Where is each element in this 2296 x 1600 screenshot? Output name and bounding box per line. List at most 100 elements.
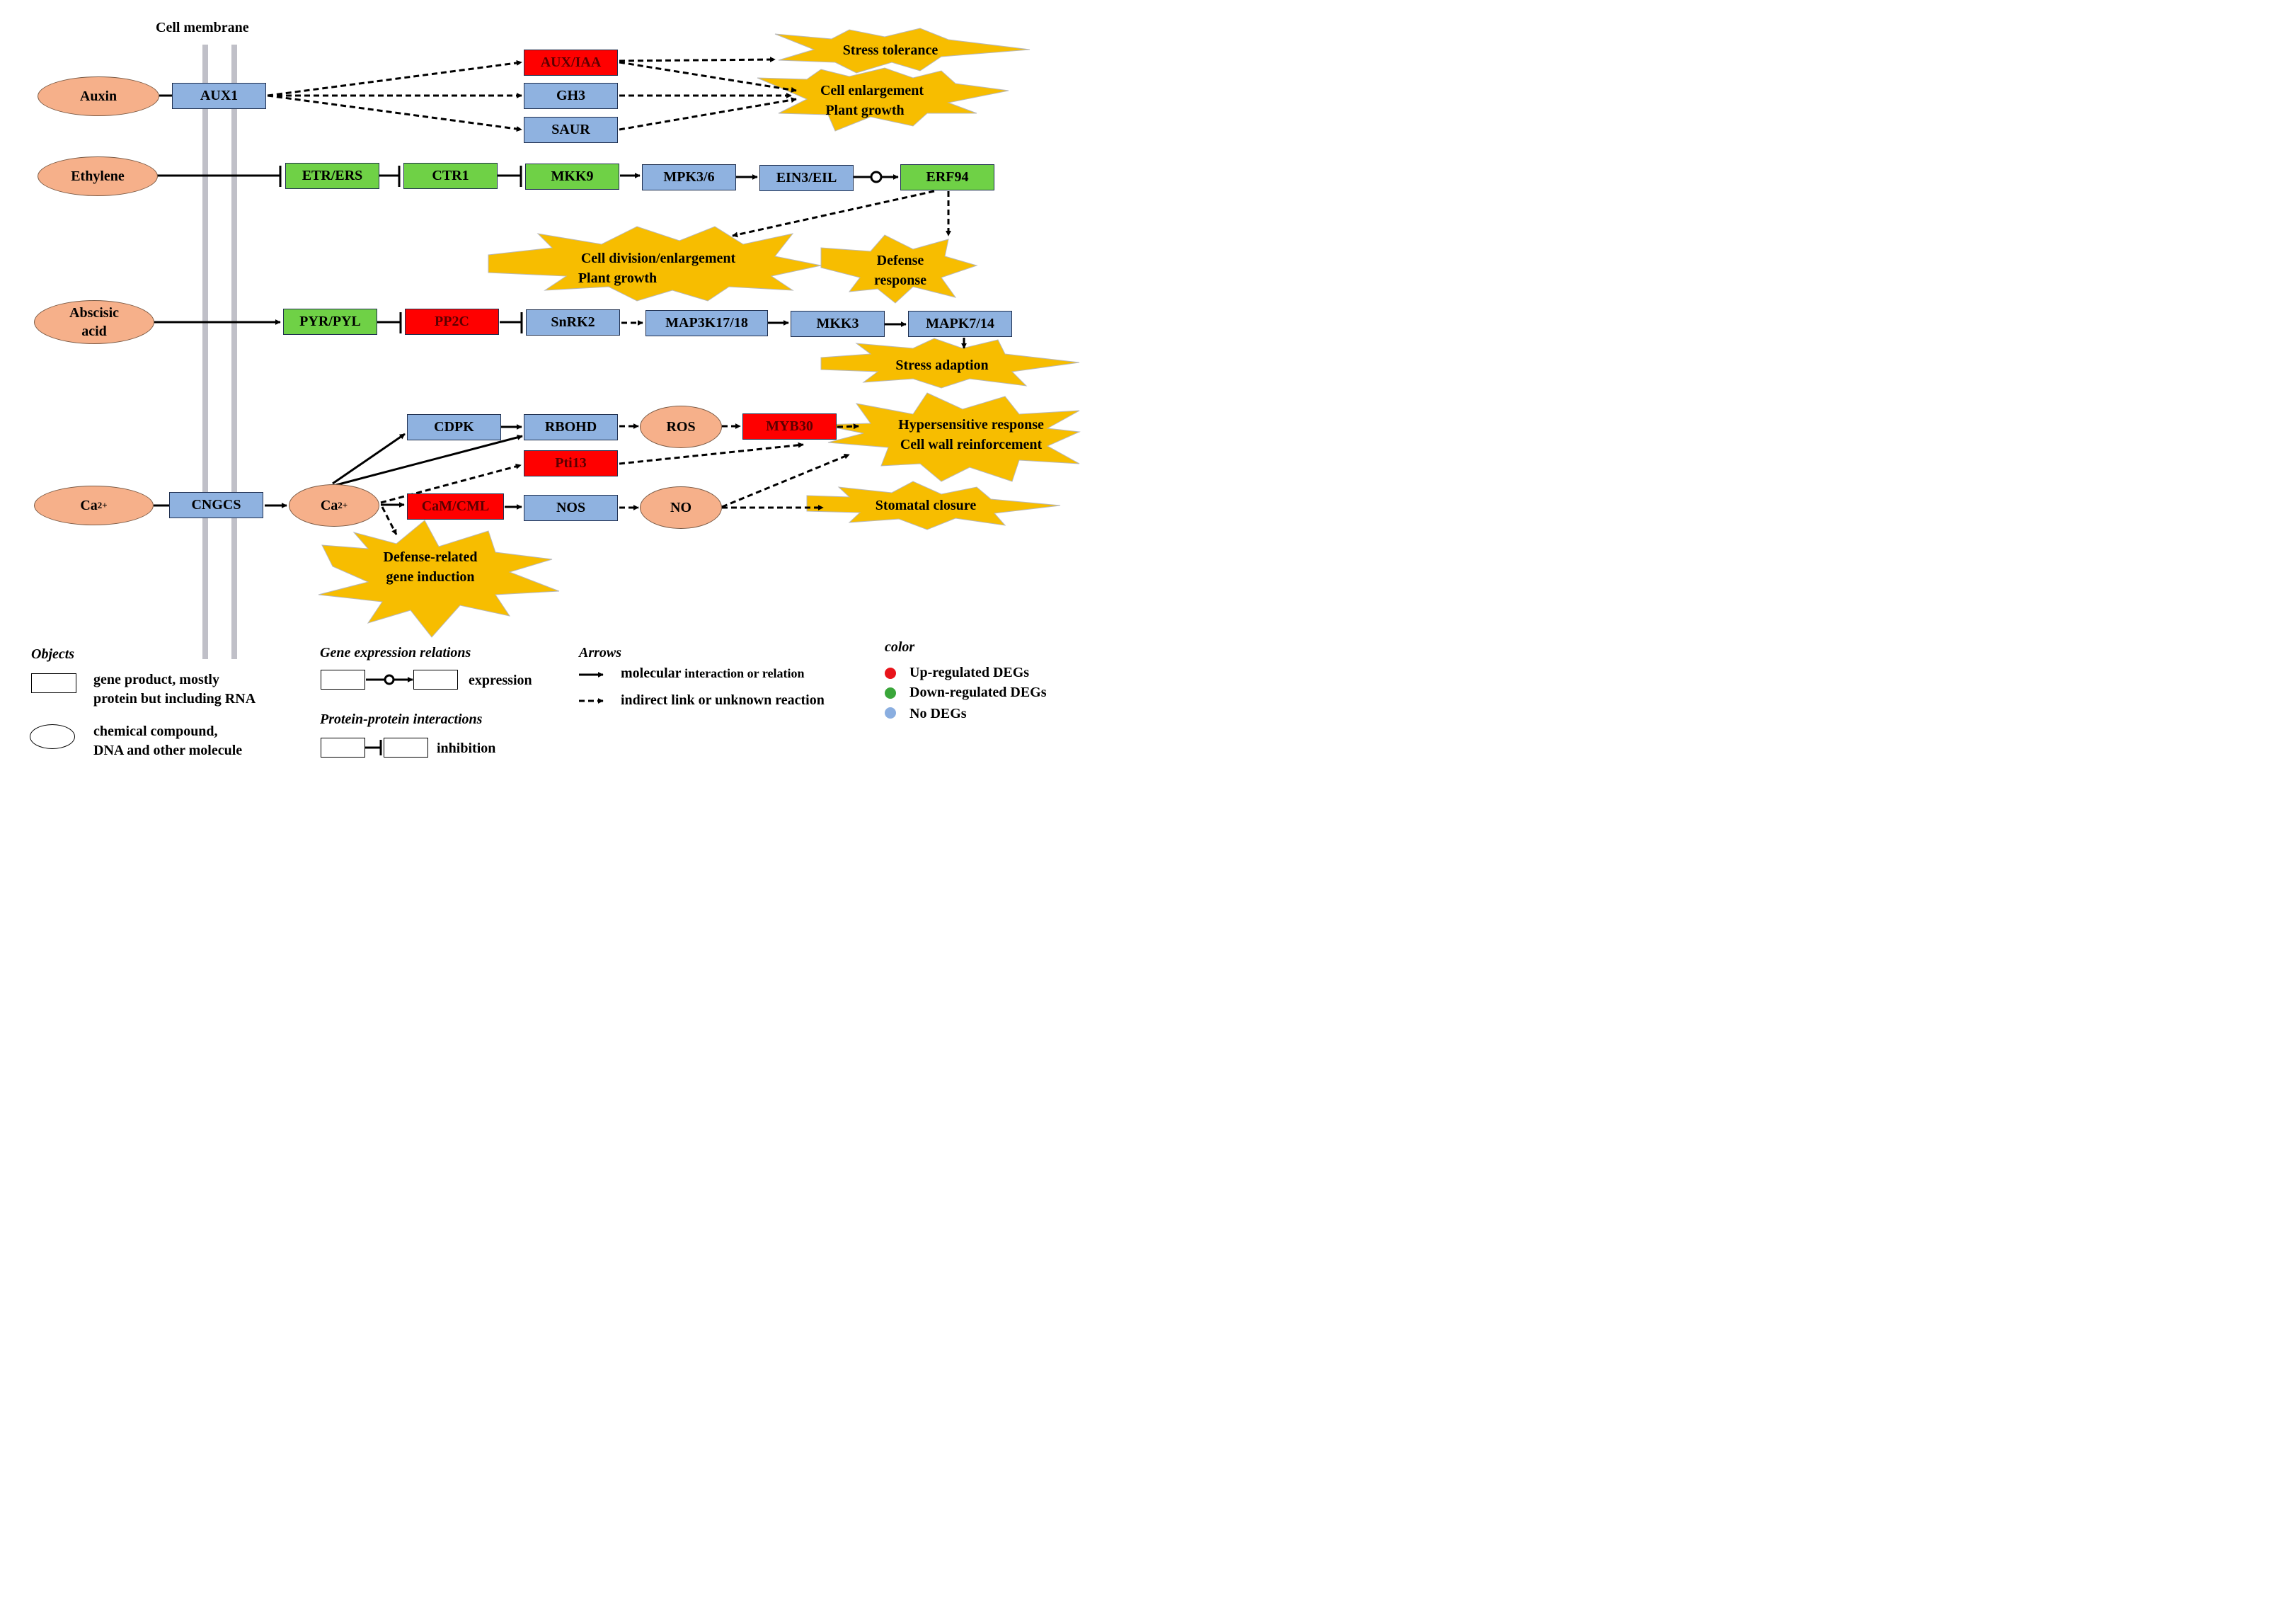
outcome-defense-line2: response	[873, 273, 927, 288]
node-aba-line2: acid	[81, 324, 107, 339]
node-myb30: MYB30	[742, 413, 837, 440]
outcome-cell-enlargement-line2: Plant growth	[825, 103, 905, 118]
legend-gene-product-line2: protein but including RNA	[93, 691, 256, 707]
legend-indirect-text: indirect link or unknown reaction	[621, 692, 825, 708]
legend-ppi-box-a	[321, 738, 365, 758]
burst-cell-enlargement	[757, 67, 1009, 132]
node-aux-iaa: AUX/IAA	[524, 50, 618, 76]
legend-gene-expr-title: Gene expression relations	[320, 645, 471, 661]
node-no-label: NO	[670, 499, 691, 515]
legend-compound-line2: DNA and other molecule	[93, 743, 243, 758]
aba-connectors	[154, 312, 967, 349]
burst-stomatal	[806, 481, 1061, 530]
node-myb30-label: MYB30	[766, 418, 813, 434]
node-ctr1-label: CTR1	[432, 168, 469, 183]
node-cdpk: CDPK	[407, 414, 501, 440]
legend-molecular-rest: interaction or relation	[684, 666, 805, 680]
legend-gene-product-line1: gene product, mostly	[93, 672, 219, 687]
legend-expr-box-a	[321, 670, 365, 690]
node-pti13: Pti13	[524, 450, 618, 476]
outcome-cell-division: Cell division/enlargement Plant growth	[567, 248, 735, 288]
node-ca-external-label: Ca	[80, 497, 98, 513]
ethylene-connectors	[157, 166, 951, 238]
legend-ppi-box-b	[384, 738, 428, 758]
outcome-defense-line1: Defense	[876, 253, 924, 268]
legend-up-dot	[885, 668, 896, 679]
node-rbohd-label: RBOHD	[544, 419, 597, 435]
calcium-connectors	[154, 423, 859, 535]
legend-color-title: color	[885, 639, 915, 655]
node-rbohd: RBOHD	[524, 414, 618, 440]
legend-expression-circle	[384, 674, 395, 685]
outcome-stomatal-closure: Stomatal closure	[876, 496, 976, 515]
outcome-hypersensitive-line2: Cell wall reinforcement	[900, 437, 1043, 452]
legend-molecular-text: molecular interaction or relation	[621, 664, 804, 683]
outcome-stress-adaption-label: Stress adaption	[895, 358, 989, 373]
outcome-stomatal-closure-label: Stomatal closure	[875, 498, 977, 513]
legend-no-text: No DEGs	[909, 706, 967, 721]
node-ca-internal-charge: 2+	[338, 499, 348, 510]
outcome-cell-division-line1: Cell division/enlargement	[580, 251, 736, 266]
node-aba-line1: Abscisic	[69, 305, 119, 321]
legend-expression-text: expression	[469, 673, 532, 688]
node-cngcs-label: CNGCS	[191, 497, 241, 513]
node-ethylene: Ethylene	[38, 156, 158, 196]
node-pti13-label: Pti13	[555, 455, 587, 471]
outcome-cell-division-line2: Plant growth	[578, 270, 658, 286]
node-auxin: Auxin	[38, 76, 159, 116]
legend-compound-text: chemical compound, DNA and other molecul…	[93, 722, 242, 760]
node-etr-ers: ETR/ERS	[285, 163, 379, 189]
legend-gene-product-box	[31, 673, 76, 693]
node-erf94: ERF94	[900, 164, 994, 190]
node-ein3-eil-label: EIN3/EIL	[776, 170, 837, 185]
node-abscisic-acid: Abscisic acid	[34, 300, 154, 344]
node-cam-cml: CaM/CML	[407, 493, 504, 520]
outcome-hypersensitive-line1: Hypersensitive response	[898, 417, 1044, 433]
node-ctr1: CTR1	[403, 163, 498, 189]
legend-no-dot	[885, 707, 896, 719]
node-mkk9: MKK9	[525, 164, 619, 190]
legend-ppi-title: Protein-protein interactions	[320, 712, 483, 727]
legend-up-text: Up-regulated DEGs	[909, 665, 1030, 680]
node-no: NO	[640, 486, 722, 529]
node-pyr-pyl-label: PYR/PYL	[299, 314, 361, 329]
node-cngcs: CNGCS	[169, 492, 263, 518]
legend-objects-title: Objects	[31, 646, 75, 662]
legend-down-text: Down-regulated DEGs	[909, 685, 1047, 700]
node-ca-external-charge: 2+	[97, 499, 108, 510]
legend-expr-box-b	[413, 670, 458, 690]
cell-membrane	[202, 45, 237, 659]
legend-compound-line1: chemical compound,	[93, 724, 218, 739]
legend-compound-oval	[30, 724, 75, 749]
node-pp2c: PP2C	[405, 309, 499, 335]
legend-molecular-word: molecular	[621, 665, 682, 681]
node-saur-label: SAUR	[551, 122, 590, 137]
outcome-stress-tolerance-label: Stress tolerance	[842, 42, 939, 58]
outcome-cell-enlargement: Cell enlargement Plant growth	[820, 81, 924, 120]
burst-defense	[820, 234, 978, 304]
node-auxin-label: Auxin	[79, 88, 117, 104]
legend-down-dot	[885, 687, 896, 699]
node-snrk2: SnRK2	[526, 309, 620, 336]
outcome-bursts	[318, 28, 1081, 638]
node-cdpk-label: CDPK	[434, 419, 474, 435]
node-aux-iaa-label: AUX/IAA	[540, 55, 602, 70]
node-nos-label: NOS	[556, 500, 586, 515]
node-cam-cml-label: CaM/CML	[421, 498, 490, 514]
node-pp2c-label: PP2C	[435, 314, 469, 329]
diagram-overlay: Cell membrane Auxin AUX1 AUX/IAA GH3 SAU…	[0, 0, 1103, 769]
node-map3k17-18-label: MAP3K17/18	[665, 315, 748, 331]
node-saur: SAUR	[524, 117, 618, 143]
pathway-diagram	[154, 28, 1081, 755]
legend-gene-product-text: gene product, mostly protein but includi…	[93, 670, 256, 709]
node-ein3-eil: EIN3/EIL	[759, 165, 854, 191]
legend-graphics	[365, 672, 604, 755]
node-mapk7-14: MAPK7/14	[908, 311, 1012, 337]
burst-defense-gene	[318, 520, 560, 638]
outcome-defense-response: Defense response	[874, 251, 926, 290]
burst-hypersensitive	[820, 392, 1081, 482]
outcome-defense-gene-line1: Defense-related	[383, 549, 478, 565]
node-gh3: GH3	[524, 83, 618, 109]
